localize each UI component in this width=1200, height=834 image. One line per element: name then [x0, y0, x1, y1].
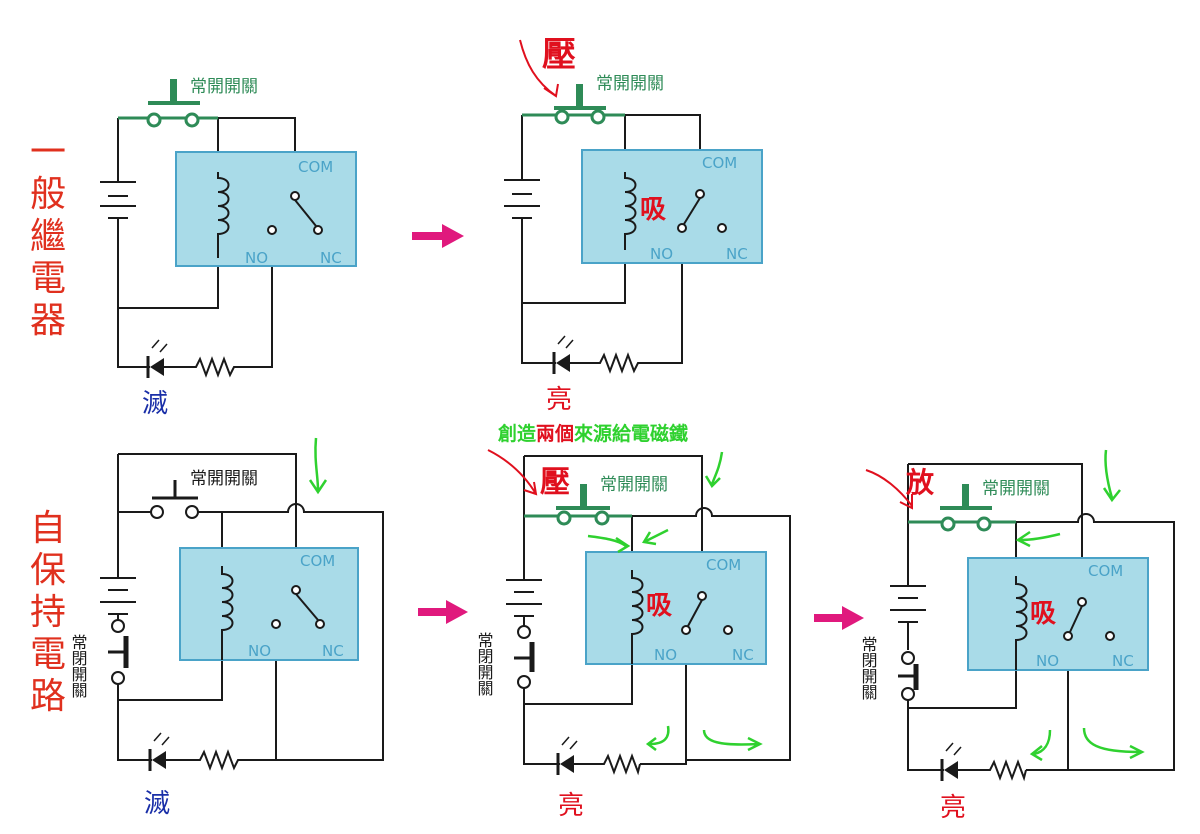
led-off-label: 滅 — [142, 389, 168, 419]
no-label: NO — [248, 642, 271, 660]
arrow-right-icon — [412, 224, 464, 248]
arrow-right-icon — [418, 600, 468, 624]
nc-switch-label: 常閉開關 — [475, 632, 494, 696]
row-title-general-relay: 一 般 繼 電 器 — [29, 132, 66, 341]
relay-contacts — [267, 191, 323, 235]
panel-self-holding-released: 常開開關 常閉開關 COM NO NC 吸 放 — [859, 449, 1175, 823]
arrow-right-icon — [814, 606, 864, 630]
nc-label: NC — [726, 245, 748, 263]
caption-part-1: 創造 — [498, 422, 537, 445]
no-switch-label: 常開開關 — [596, 74, 664, 94]
led-off-label: 滅 — [144, 789, 170, 819]
attract-label: 吸 — [640, 195, 666, 225]
battery — [100, 577, 136, 615]
no-switch-label: 常開開關 — [982, 479, 1050, 499]
no-push-switch — [522, 84, 625, 125]
com-label: COM — [300, 552, 335, 570]
nc-push-switch — [898, 651, 919, 701]
no-push-switch — [524, 484, 632, 526]
no-label: NO — [1036, 652, 1059, 670]
resistor-icon — [958, 759, 1027, 782]
nc-label: NC — [1112, 652, 1134, 670]
led-icon — [552, 335, 574, 374]
led-on-label: 亮 — [558, 791, 584, 821]
resistor-icon — [166, 749, 240, 771]
coil-icon — [624, 172, 637, 250]
attract-label: 吸 — [646, 591, 672, 621]
no-switch-label: 常開開關 — [600, 475, 668, 495]
led-icon — [148, 732, 170, 771]
relay-box — [585, 551, 767, 665]
relay-box — [581, 149, 763, 264]
no-label: NO — [245, 249, 268, 267]
release-arrow-icon — [865, 469, 913, 510]
com-label: COM — [706, 556, 741, 574]
resistor-icon — [164, 356, 238, 378]
coil-icon — [217, 172, 230, 258]
current-arrows-icon — [587, 451, 763, 752]
com-label: COM — [298, 158, 333, 176]
press-label: 壓 — [540, 465, 570, 500]
relay-contacts — [271, 585, 325, 629]
nc-push-switch — [108, 619, 129, 685]
com-label: COM — [702, 154, 737, 172]
press-arrow-icon — [519, 39, 559, 98]
led-icon — [556, 736, 578, 775]
nc-label: NC — [322, 642, 344, 660]
battery — [506, 579, 542, 617]
com-label: COM — [1088, 562, 1123, 580]
row-title-self-holding: 自 保 持 電 路 — [29, 508, 66, 717]
led-on-label: 亮 — [940, 793, 966, 823]
coil-icon — [221, 566, 234, 660]
coil-icon — [1015, 576, 1028, 670]
resistor-icon — [570, 352, 640, 374]
nc-push-switch — [514, 625, 535, 689]
relay-contacts — [681, 591, 733, 635]
no-switch-label: 常開開關 — [190, 469, 258, 489]
no-push-switch — [908, 484, 1016, 532]
no-label: NO — [650, 245, 673, 263]
relay-contacts — [1063, 597, 1115, 641]
relay-box — [967, 557, 1149, 671]
resistor-icon — [574, 753, 641, 776]
nc-switch-label: 常閉開關 — [69, 634, 88, 698]
current-arrows-icon — [1015, 449, 1145, 762]
no-push-switch — [150, 480, 199, 519]
attract-label: 吸 — [1030, 599, 1056, 629]
press-arrow-icon — [487, 449, 538, 496]
battery — [504, 179, 540, 219]
panel-general-relay-off: 常開開關 COM NO NC 滅 — [100, 77, 357, 419]
current-arrow-icon — [308, 437, 328, 495]
no-push-switch — [118, 79, 218, 128]
led-on-label: 亮 — [546, 385, 572, 415]
coil-icon — [631, 570, 644, 664]
battery — [890, 585, 926, 623]
release-label: 放 — [905, 466, 935, 499]
panel-self-holding-off: 常開開關 常閉開關 COM NO NC 滅 — [69, 437, 384, 819]
caption-part-3: 來源給電磁鐵 — [574, 422, 688, 445]
relay-box — [179, 547, 359, 661]
battery — [100, 181, 136, 219]
relay-box — [175, 151, 357, 267]
led-icon — [940, 742, 962, 781]
nc-label: NC — [320, 249, 342, 267]
panel-self-holding-pressed: 常開開關 常閉開關 COM NO NC 吸 壓 創造兩個來源給電磁鐵 — [475, 422, 791, 821]
dual-source-caption: 創造兩個來源給電磁鐵 — [498, 422, 688, 445]
press-label: 壓 — [542, 35, 576, 75]
no-switch-label: 常開開關 — [190, 77, 258, 97]
nc-switch-label: 常閉開關 — [859, 636, 878, 700]
nc-label: NC — [732, 646, 754, 664]
caption-part-2: 兩個 — [536, 423, 574, 445]
relay-contacts — [677, 189, 727, 233]
led-icon — [146, 339, 168, 378]
panel-general-relay-pressed: 常開開關 COM NO NC 吸 壓 亮 — [504, 35, 763, 415]
no-label: NO — [654, 646, 677, 664]
